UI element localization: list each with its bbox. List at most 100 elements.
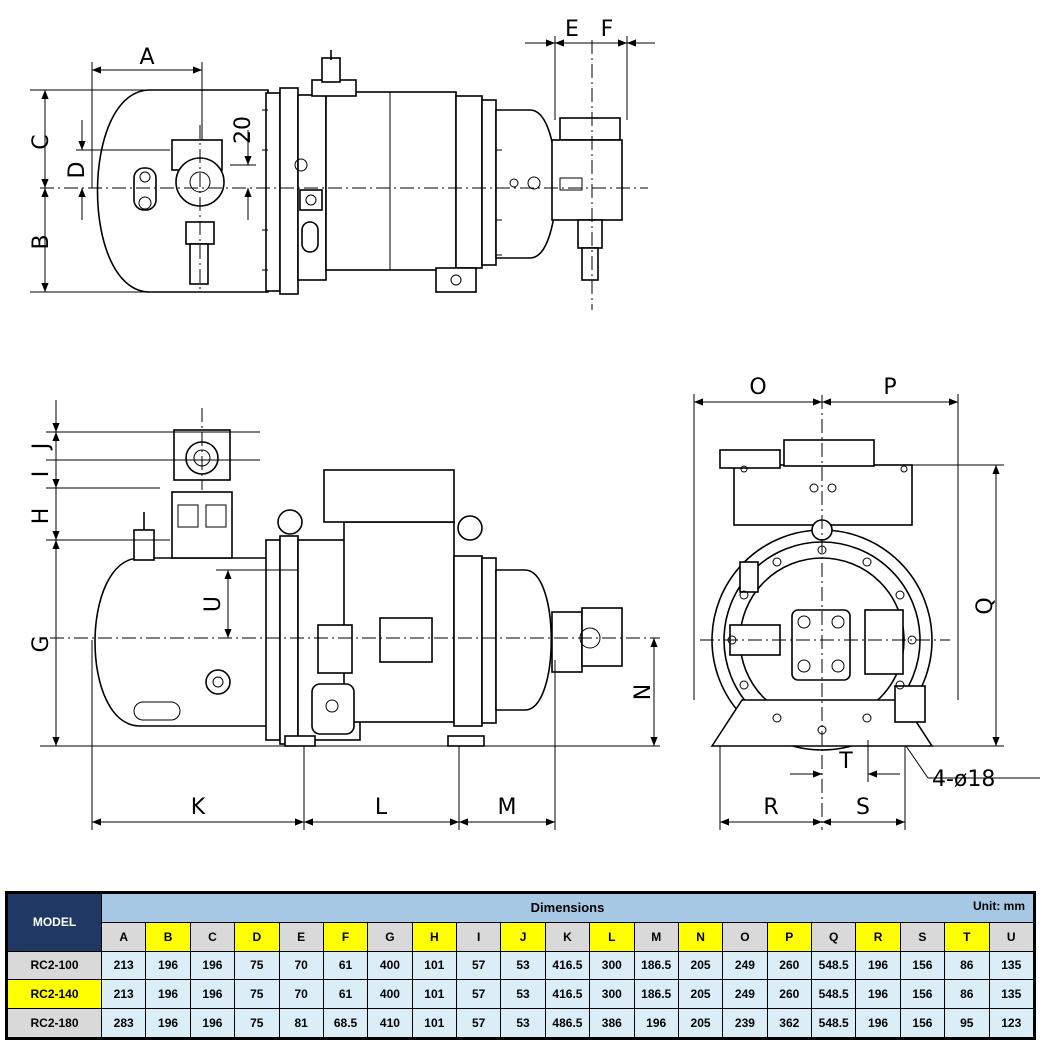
value-cell: 123 [988,1008,1034,1038]
model-cell: RC2-140 [7,979,102,1010]
value-cell: 57 [455,979,502,1010]
unit-label: Unit: mm [973,899,1025,913]
top-motor-body [325,91,457,271]
column-label: Q [810,921,857,952]
value-cell: 156 [899,979,946,1010]
value-cell: 300 [589,950,635,981]
top-view: A C B D 20 E F [29,17,655,310]
value-cell: 53 [500,950,546,981]
value-cell: 101 [411,950,458,981]
value-cell: 135 [988,979,1034,1010]
value-cell: 196 [145,950,191,981]
value-cell: 101 [411,979,458,1010]
value-cell: 548.5 [810,950,857,981]
label-K: K [191,795,206,820]
value-cell: 156 [899,950,946,981]
side-view: J I H G U N K L M [29,400,660,830]
column-label: O [722,921,768,952]
end-terminal-box [733,464,913,526]
column-label: N [677,921,724,952]
value-cell: 196 [855,979,901,1010]
value-cell: 196 [189,950,236,981]
value-cell: 213 [100,979,147,1010]
column-label: J [500,921,546,952]
value-cell: 196 [145,1008,191,1038]
top-end-cap [495,109,557,259]
label-Q: Q [973,597,998,614]
value-cell: 205 [677,1008,724,1038]
model-cell: RC2-100 [7,950,102,981]
value-cell: 70 [278,950,324,981]
dimensions-header: Dimensions Unit: mm [101,893,1034,923]
value-cell: 101 [411,1008,458,1038]
value-cell: 95 [944,1008,990,1038]
top-flange-mid [279,87,299,295]
value-cell: 260 [766,979,813,1010]
value-cell: 196 [855,1008,901,1038]
value-cell: 196 [189,1008,236,1038]
value-cell: 70 [278,979,324,1010]
dimensions-title: Dimensions [530,900,605,916]
value-cell: 53 [500,1008,546,1038]
compressor-dimension-drawing: A C B D 20 E F [29,17,1040,830]
value-cell: 135 [988,950,1034,981]
value-cell: 400 [367,950,413,981]
label-U: U [201,596,226,612]
value-cell: 75 [234,1008,280,1038]
value-cell: 300 [589,979,635,1010]
label-C: C [29,134,54,149]
label-T: T [838,749,853,774]
column-label: T [944,921,990,952]
value-cell: 362 [766,1008,813,1038]
column-label: A [100,921,147,952]
column-label: U [988,921,1034,952]
value-cell: 196 [189,979,236,1010]
column-label: E [278,921,324,952]
value-cell: 548.5 [810,1008,857,1038]
label-A: A [139,45,154,70]
value-cell: 400 [367,979,413,1010]
model-header: MODEL [7,893,102,952]
label-O: O [749,375,766,400]
value-cell: 57 [455,1008,502,1038]
value-cell: 186.5 [633,979,679,1010]
value-cell: 260 [766,950,813,981]
label-P: P [883,375,896,400]
column-label: H [411,921,458,952]
value-cell: 249 [722,979,768,1010]
label-L: L [375,795,388,820]
column-label: G [367,921,413,952]
value-cell: 249 [722,950,768,981]
value-cell: 57 [455,950,502,981]
value-cell: 548.5 [810,979,857,1010]
label-S: S [856,795,870,820]
label-F: F [601,17,614,42]
label-20: 20 [231,116,256,144]
value-cell: 205 [677,979,724,1010]
column-label: M [633,921,679,952]
top-flange-left [265,92,281,292]
value-cell: 410 [367,1008,413,1038]
value-cell: 486.5 [544,1008,591,1038]
value-cell: 416.5 [544,979,591,1010]
column-label: R [855,921,901,952]
column-label: P [766,921,813,952]
value-cell: 68.5 [322,1008,369,1038]
value-cell: 75 [234,979,280,1010]
label-R: R [763,795,778,820]
value-cell: 61 [322,979,369,1010]
value-cell: 196 [145,979,191,1010]
value-cell: 205 [677,950,724,981]
column-label: F [322,921,369,952]
label-H: H [29,508,54,525]
side-pipe-block [171,491,233,559]
column-label: K [544,921,591,952]
value-cell: 156 [899,1008,946,1038]
label-G: G [29,635,54,652]
value-cell: 196 [855,950,901,981]
column-label: D [234,921,280,952]
